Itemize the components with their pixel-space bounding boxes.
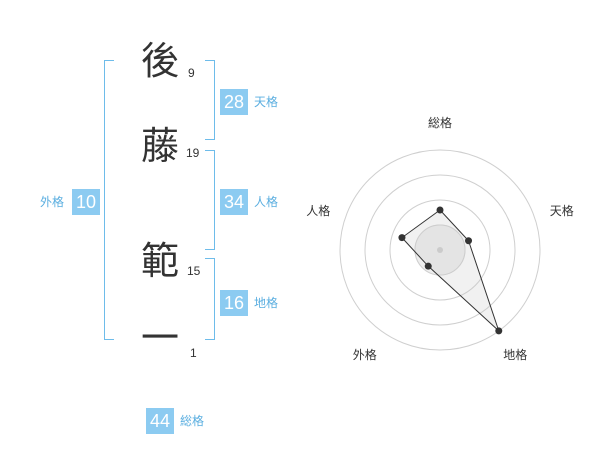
radar-point-4 bbox=[424, 262, 432, 270]
radar-center-dot bbox=[437, 247, 443, 253]
gaikaku-bracket bbox=[104, 60, 114, 340]
radar-polygon bbox=[401, 209, 500, 332]
tenkaku-label: 天格 bbox=[254, 95, 279, 109]
gaikaku-value: 10 bbox=[72, 189, 100, 215]
soukaku-value: 44 bbox=[146, 408, 174, 434]
radar-point-2 bbox=[465, 237, 473, 245]
stroke-count-2: 19 bbox=[186, 146, 200, 160]
gaikaku-label: 外格 bbox=[40, 195, 65, 209]
chikaku-label: 地格 bbox=[254, 296, 279, 310]
radar-point-3 bbox=[495, 327, 503, 335]
radar-ring bbox=[389, 199, 491, 301]
tenkaku-bracket bbox=[205, 60, 215, 140]
radar-axis-label-4: 外格 bbox=[352, 347, 377, 362]
chikaku-bracket bbox=[205, 258, 215, 340]
stroke-count-4: 1 bbox=[190, 346, 197, 360]
radar-point-5 bbox=[398, 234, 406, 242]
radar-axis-label-5: 人格 bbox=[306, 204, 331, 219]
stroke-count-1: 9 bbox=[188, 66, 195, 80]
stroke-count-3: 15 bbox=[187, 264, 201, 278]
name-char-1: 後 bbox=[140, 39, 179, 83]
jinkaku-bracket bbox=[205, 150, 215, 250]
chikaku-value: 16 bbox=[220, 290, 248, 316]
jinkaku-label: 人格 bbox=[254, 195, 279, 209]
soukaku-label: 総格 bbox=[180, 414, 205, 428]
radar-axis-label-1: 総格 bbox=[427, 116, 452, 130]
radar-ring bbox=[339, 149, 541, 351]
radar-ring bbox=[364, 174, 516, 326]
radar-axis-label-3: 地格 bbox=[503, 347, 528, 362]
name-char-4: 一 bbox=[140, 316, 179, 360]
jinkaku-value: 34 bbox=[220, 189, 248, 215]
name-char-2: 藤 bbox=[140, 124, 179, 168]
name-char-3: 範 bbox=[140, 239, 179, 283]
tenkaku-value: 28 bbox=[220, 89, 248, 115]
radar-point-1 bbox=[436, 206, 444, 214]
radar-axis-label-2: 天格 bbox=[549, 204, 574, 219]
